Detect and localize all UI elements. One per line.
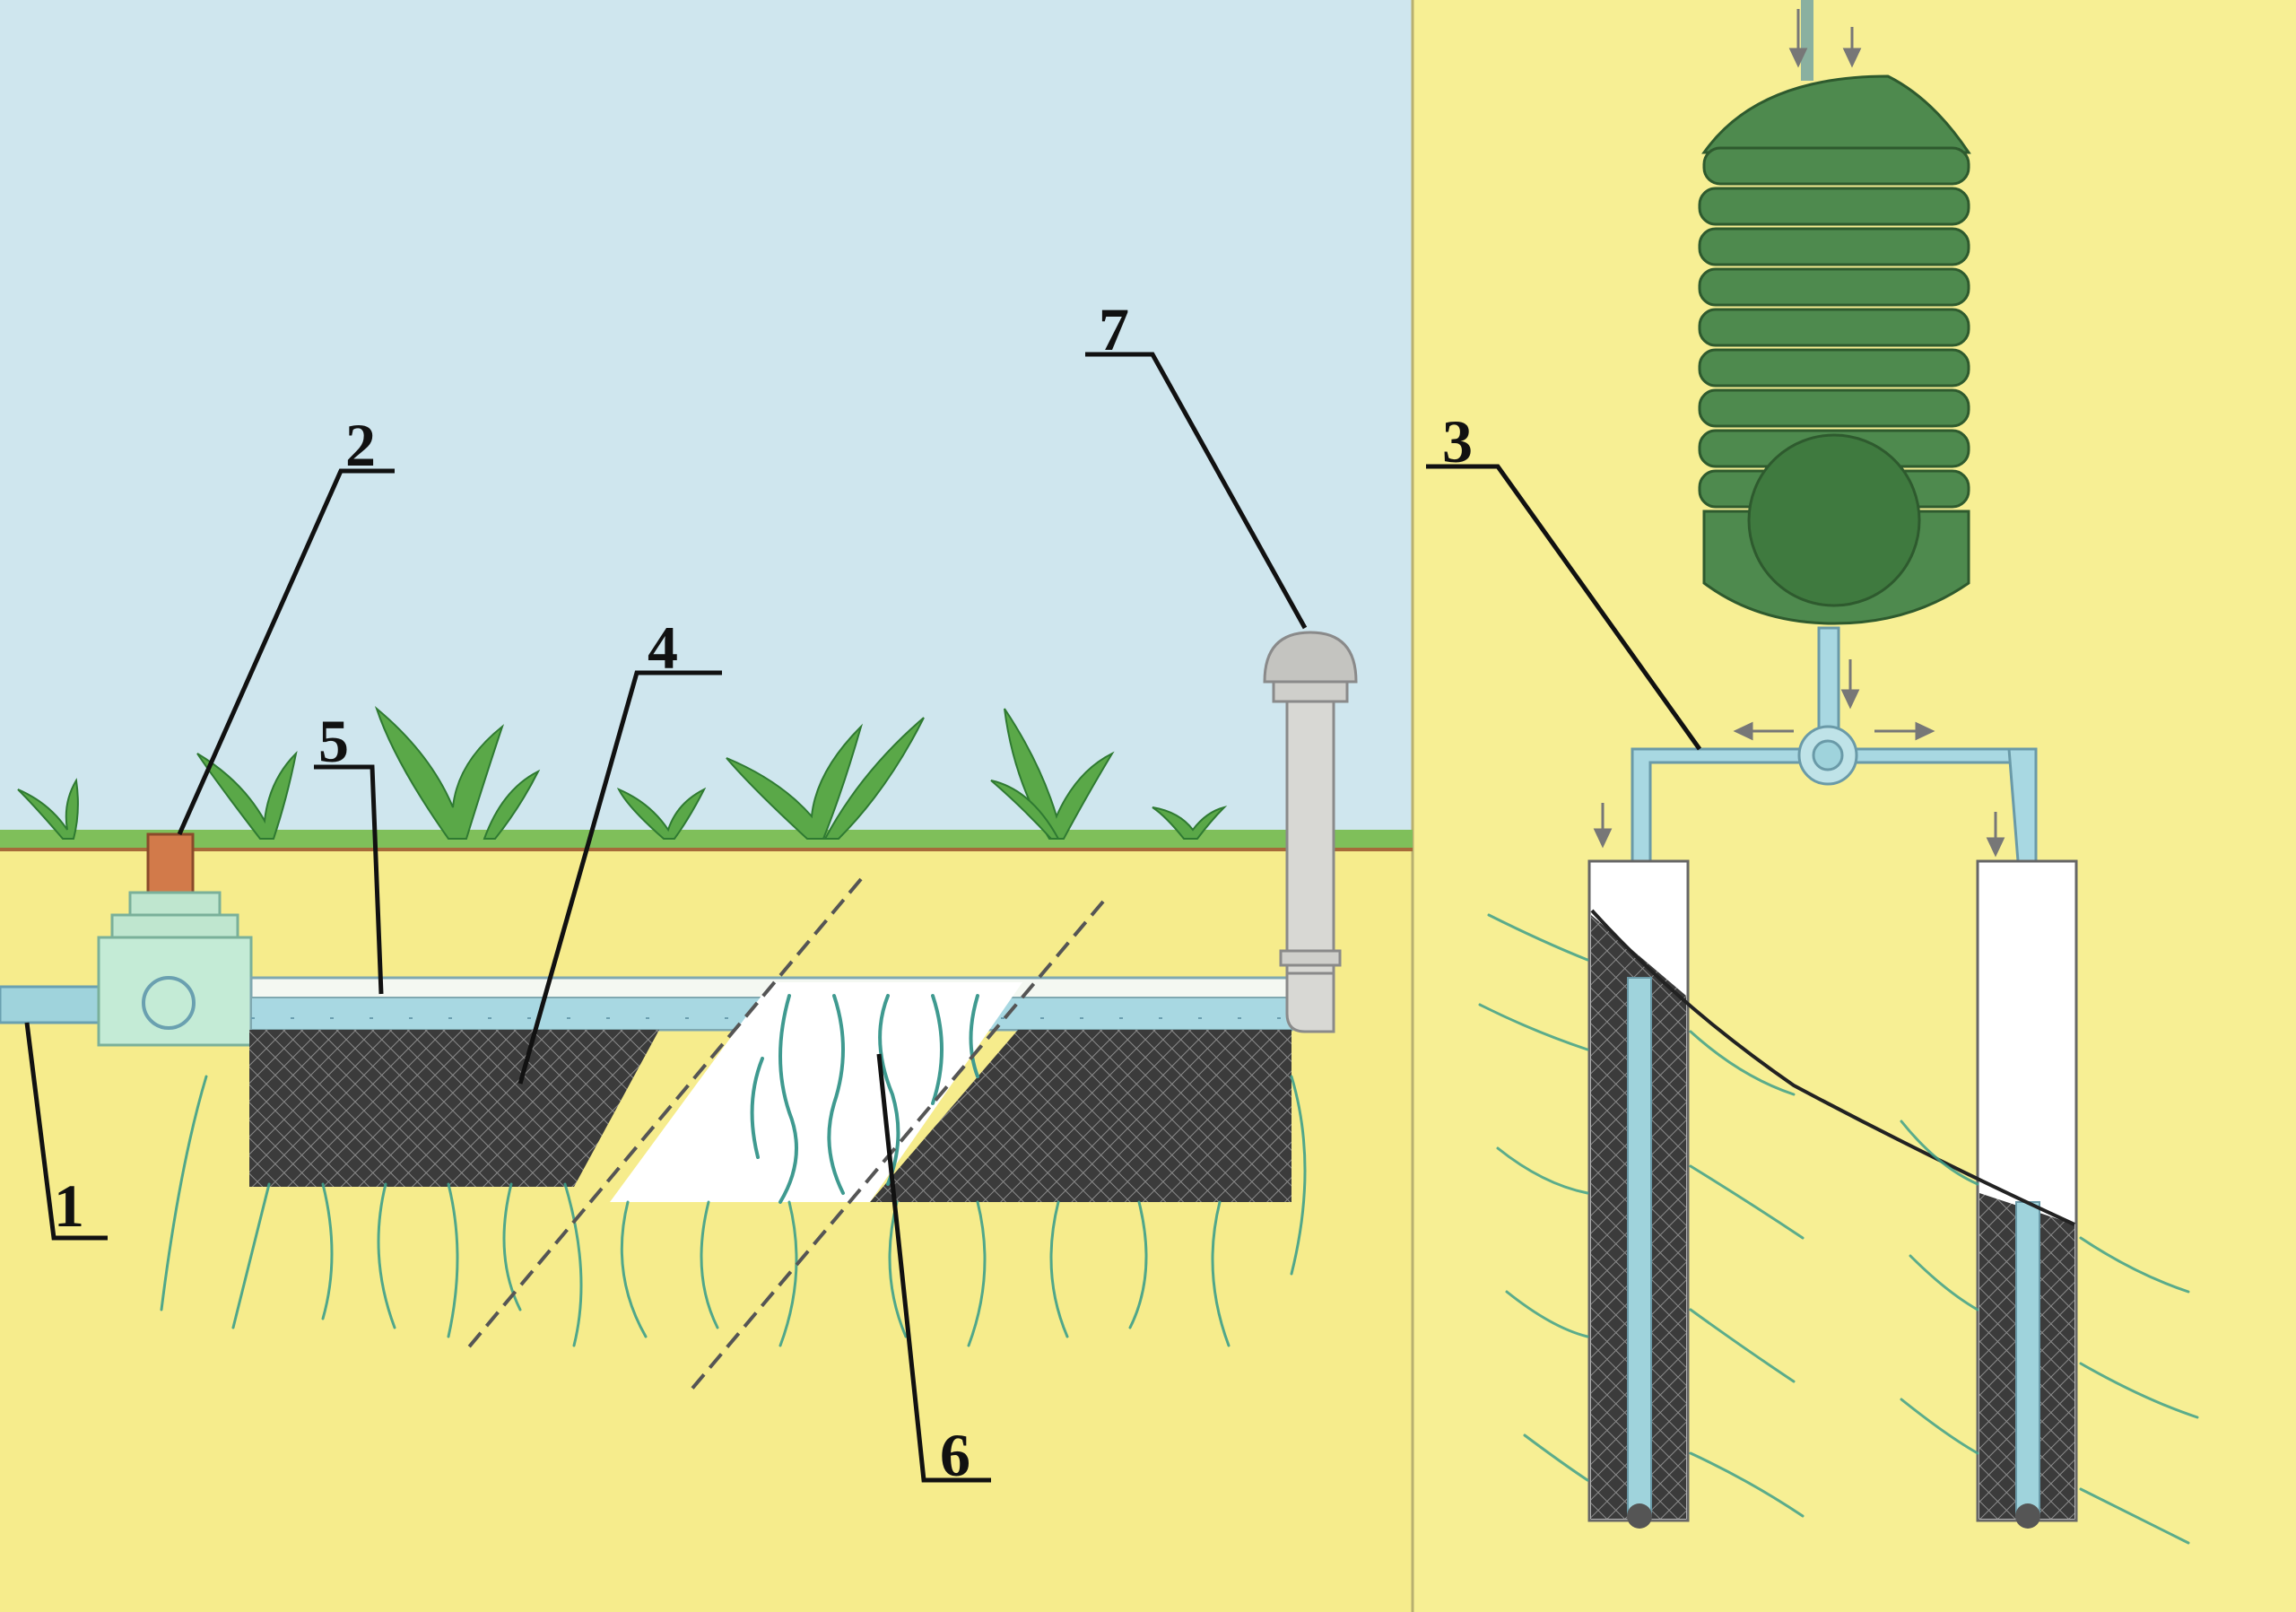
cutaway-section	[610, 982, 1022, 1202]
manifold	[1631, 626, 2038, 863]
water-table-curve	[1590, 909, 2075, 1226]
well-left	[1587, 859, 1690, 1529]
flow-arrows	[1593, 9, 2005, 858]
section-line-left	[465, 877, 863, 1352]
callout-label-2: 2	[345, 411, 376, 479]
leader-lines	[24, 352, 1702, 1483]
storage-tank	[1698, 74, 1971, 625]
callout-label-3: 3	[1442, 407, 1473, 475]
roots-cutaway	[750, 994, 979, 1204]
callout-label-1: 1	[54, 1172, 84, 1240]
plants	[17, 705, 1228, 840]
callout-label-5: 5	[318, 707, 349, 775]
sky	[0, 0, 1413, 843]
callout-label-4: 4	[648, 614, 678, 682]
roots-right	[1478, 913, 2199, 1545]
roots-below	[160, 1075, 1307, 1347]
vent-riser	[1263, 631, 1358, 1033]
callout-label-7: 7	[1099, 295, 1129, 363]
distribution-box	[97, 832, 253, 1047]
well-right	[1976, 859, 2078, 1529]
callout-label-6: 6	[940, 1421, 970, 1489]
inlet-pipe	[0, 985, 105, 1024]
